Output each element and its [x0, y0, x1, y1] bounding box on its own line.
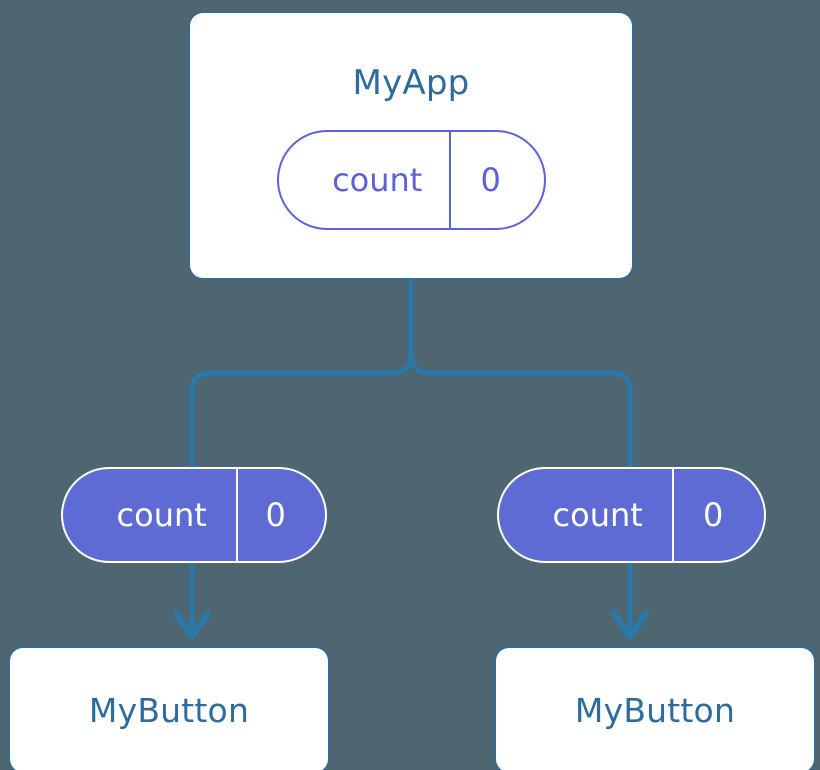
- state-pill-left[interactable]: count 0: [61, 467, 327, 563]
- state-pill-key: count: [332, 161, 423, 199]
- component-label-myapp: MyApp: [352, 63, 470, 103]
- state-pill-value: 0: [236, 469, 325, 561]
- component-label-mybutton: MyButton: [574, 690, 736, 730]
- state-pill-value: 0: [672, 469, 764, 561]
- state-pill-right[interactable]: count 0: [497, 467, 766, 563]
- connector-branch-left: [189, 351, 414, 467]
- component-card-mybutton-left[interactable]: MyButton: [10, 648, 328, 770]
- state-pill-value: 0: [449, 132, 544, 228]
- state-pill-key: count: [552, 496, 643, 534]
- arrow-down-icon: [173, 610, 211, 640]
- connector-branch-right: [408, 351, 633, 467]
- component-card-mybutton-right[interactable]: MyButton: [496, 648, 814, 770]
- state-pill-myapp[interactable]: count 0: [277, 130, 546, 230]
- state-pill-key: count: [116, 496, 207, 534]
- arrow-down-icon: [611, 610, 649, 640]
- component-label-mybutton: MyButton: [88, 690, 250, 730]
